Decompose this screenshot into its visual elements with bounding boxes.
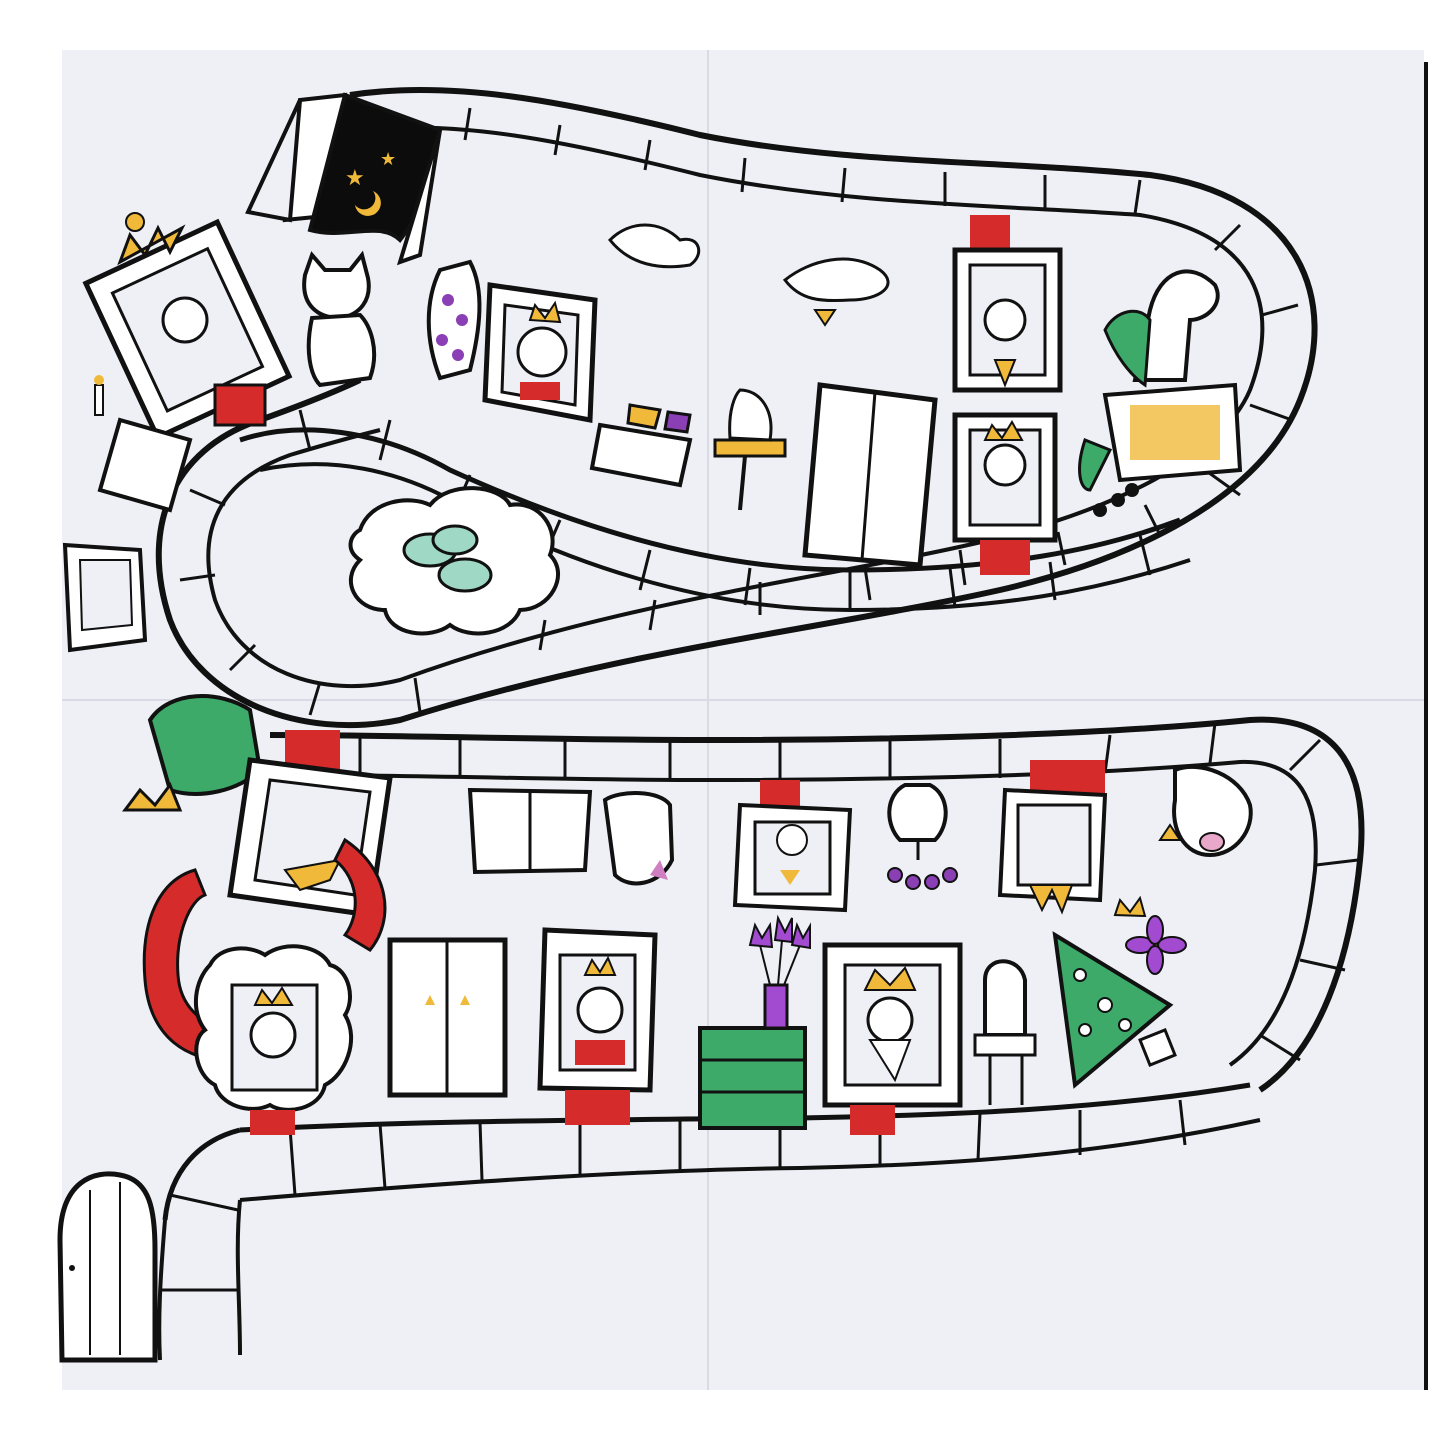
moon-icon bbox=[355, 191, 381, 216]
path-lower-top-inner bbox=[289, 759, 1318, 1067]
queen-portrait-icon bbox=[537, 927, 658, 1125]
wardrobe-icon bbox=[802, 382, 938, 568]
lamp-table-icon bbox=[713, 388, 787, 511]
queen-portrait-icon bbox=[82, 212, 293, 441]
king-portrait-icon bbox=[822, 942, 963, 1135]
path-lower-tiles bbox=[162, 722, 1359, 1292]
nightstand-icon bbox=[589, 403, 693, 488]
lion-portrait-icon bbox=[482, 282, 598, 423]
star-icon: ★ bbox=[380, 149, 396, 170]
horse-icon bbox=[1078, 269, 1243, 517]
bed-icon bbox=[62, 542, 148, 653]
vase-icon bbox=[426, 259, 482, 381]
path-upper-lower-inner bbox=[259, 462, 1191, 613]
red-arm-right bbox=[333, 837, 387, 952]
path-lower-bottom-inner bbox=[157, 1118, 1261, 1361]
path-lower-top-outer bbox=[269, 716, 1365, 1093]
path-upper-tiles bbox=[179, 107, 1299, 716]
chandelier-icon bbox=[887, 783, 958, 890]
tulip-vase-icon bbox=[698, 914, 811, 1130]
cat-icon bbox=[602, 791, 675, 886]
queen-portrait-icon bbox=[732, 780, 853, 913]
king-portrait-icon bbox=[193, 944, 354, 1135]
cat-icon bbox=[302, 250, 377, 388]
flower-icon bbox=[1113, 895, 1187, 975]
frog-prince-icon bbox=[122, 694, 263, 812]
nightstand-icon bbox=[467, 787, 593, 875]
path-upper-outer bbox=[155, 86, 1318, 729]
tree-icon bbox=[1052, 931, 1177, 1089]
pig-icon bbox=[1158, 764, 1253, 858]
king-portrait-icon bbox=[952, 215, 1063, 575]
fish-cloud-icon bbox=[348, 486, 561, 636]
bird-icon bbox=[607, 223, 890, 327]
path-upper-lower-outer bbox=[239, 427, 1181, 573]
king-portrait-icon bbox=[997, 760, 1108, 915]
chair-icon bbox=[973, 959, 1037, 1105]
night-window-icon: ★ ★ bbox=[245, 92, 443, 266]
arched-door-icon[interactable] bbox=[57, 1171, 158, 1363]
path-upper-inner bbox=[206, 125, 1265, 689]
candle-shelf-icon bbox=[94, 375, 193, 513]
path-upper bbox=[155, 86, 1318, 729]
wardrobe-icon bbox=[387, 937, 508, 1098]
star-icon: ★ bbox=[345, 166, 365, 191]
